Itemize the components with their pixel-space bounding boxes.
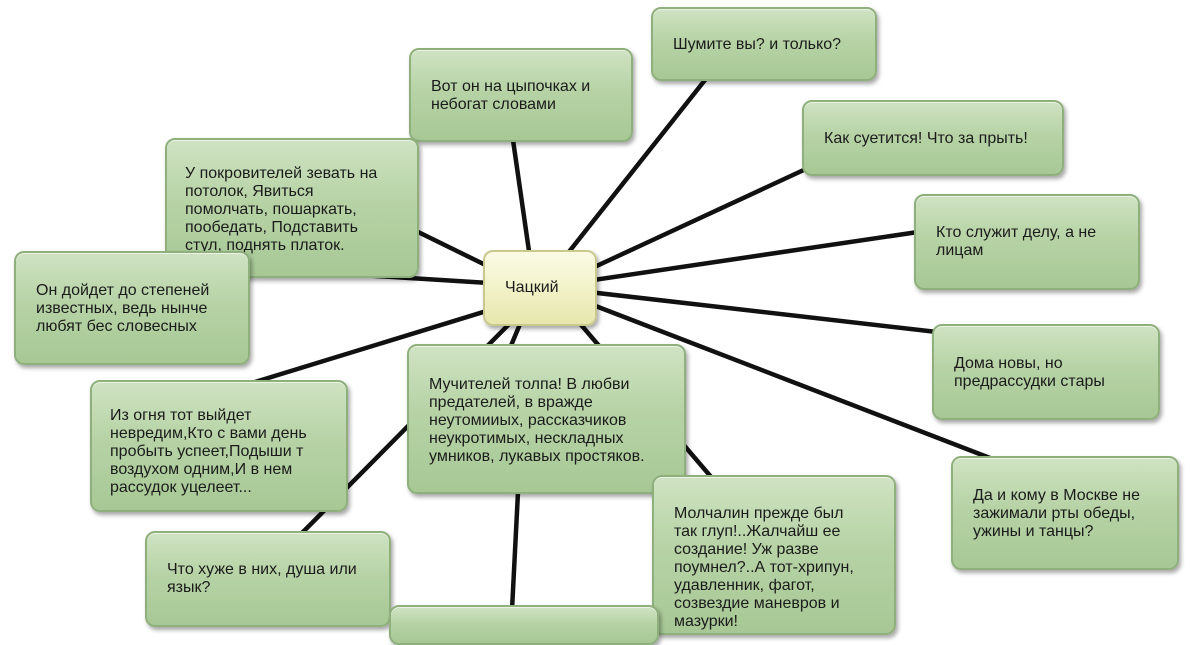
center-node-chatsky: Чацкий [483,250,597,326]
node-iz-ognya: Из огня тот выйдет невредим,Кто с вами д… [90,380,348,512]
node-sluzhit: Кто служит делу, а не лицам [914,194,1140,290]
node-text: Мучителей толпа! В любви предателей, в в… [429,376,645,465]
link-suetitsya [572,165,811,279]
node-huzhe: Что хуже в них, душа или язык? [145,531,391,627]
node-muchiteli: Мучителей толпа! В любви предателей, в в… [407,344,686,494]
link-sluzhit [577,229,921,285]
link-moskva [577,297,993,461]
node-suetitsya: Как суетится! Что за прыть! [802,100,1064,176]
link-iz-ognya [252,299,519,385]
node-text: Как суетится! Что за прыть! [824,130,1028,147]
node-bottom [389,605,659,645]
node-shumite: Шумите вы? и только? [651,7,877,81]
node-text: Дома новы, но предрассудки стары [954,355,1105,390]
node-text: Да и кому в Москве не зажимали рты обеды… [973,487,1141,540]
node-vot-on: Вот он на цыпочках и небогат словами [409,48,633,142]
node-text: Шумите вы? и только? [673,36,841,53]
node-stepeni: Он дойдет до степеней известных, ведь ны… [14,251,250,365]
node-molchalin: Молчалин прежде был так глуп!..Жалчайш е… [652,475,896,635]
node-text: Молчалин прежде был так глуп!..Жалчайш е… [674,505,854,630]
link-bottom [509,489,521,613]
node-doma: Дома новы, но предрассудки стары [932,324,1160,420]
node-moskva: Да и кому в Москве не зажимали рты обеды… [951,456,1179,570]
node-text: Что хуже в них, душа или язык? [167,561,357,596]
node-text: Из огня тот выйдет невредим,Кто с вами д… [110,407,307,496]
center-label: Чацкий [505,279,559,296]
link-doma [577,288,940,335]
node-text: Кто служит делу, а не лицам [936,224,1097,259]
link-shumite [550,77,708,275]
node-text: Вот он на цыпочках и небогат словами [431,78,591,113]
node-text: У покровителей зевать на потолок, Явитьс… [185,165,378,254]
node-text: Он дойдет до степеней известных, ведь ны… [36,282,210,335]
